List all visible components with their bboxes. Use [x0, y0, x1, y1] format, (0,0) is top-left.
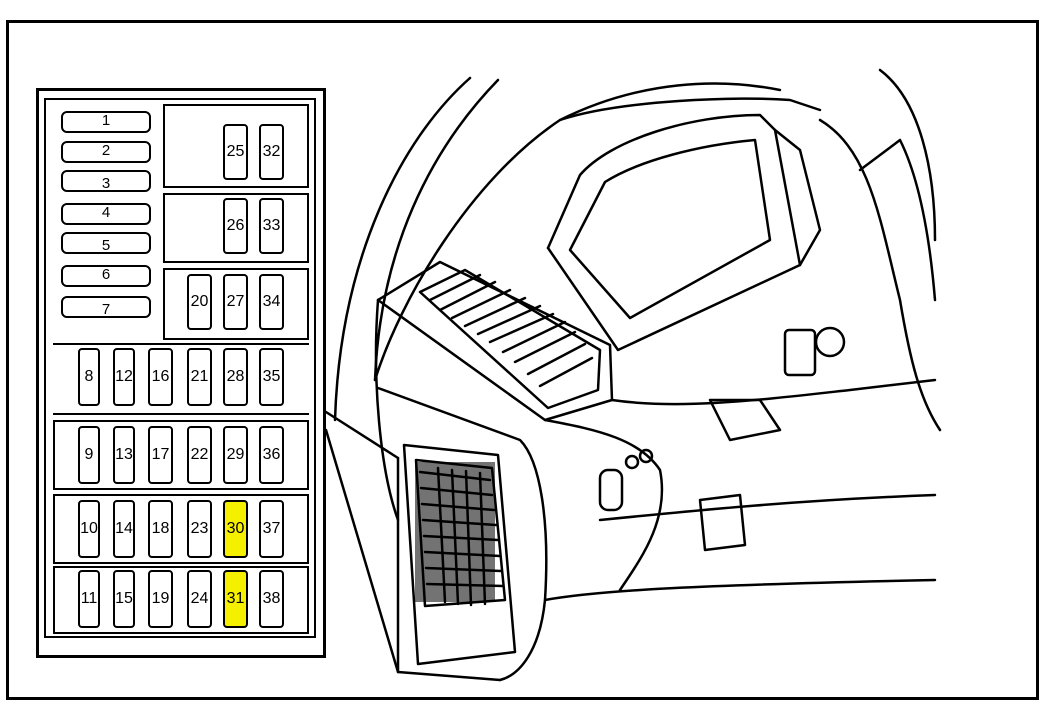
- lower-dash-curve: [543, 418, 664, 592]
- fuse-2: 2: [61, 141, 151, 163]
- callout-line-bottom: [324, 428, 400, 674]
- dashboard-top: [373, 82, 782, 382]
- fuse-1: 1: [61, 111, 151, 133]
- dash-right-curve: [818, 118, 942, 432]
- fuse-16: 16: [148, 348, 173, 406]
- fuse-24: 24: [187, 570, 212, 628]
- dash-lower-line: [610, 378, 937, 406]
- fuse-25: 25: [223, 124, 248, 180]
- side-fuse-panel-fill: [415, 462, 495, 602]
- cluster-right-edge: [773, 128, 822, 267]
- cluster-hood-outer: [546, 113, 777, 250]
- fuse-20: 20: [187, 274, 212, 330]
- fuse-5: 5: [61, 232, 151, 254]
- fuse-14: 14: [113, 500, 135, 558]
- callout-line-top: [324, 410, 400, 460]
- fuse-22: 22: [187, 426, 212, 484]
- fuse-row-4-group: [53, 566, 309, 634]
- fuse-9: 9: [78, 426, 100, 484]
- fuse-36: 36: [259, 426, 284, 484]
- vent-housing: [376, 260, 614, 422]
- fuse-23: 23: [187, 500, 212, 558]
- fuse-37: 37: [259, 500, 284, 558]
- fuse-38: 38: [259, 570, 284, 628]
- fuse-31-highlighted: 31: [223, 570, 248, 628]
- fuse-group-c: [163, 268, 309, 340]
- fuse-35: 35: [259, 348, 284, 406]
- fuse-12: 12: [113, 348, 135, 406]
- fuse-row-3-group: [53, 494, 309, 564]
- fuse-26: 26: [223, 198, 248, 254]
- dash-mid-line: [598, 493, 937, 522]
- cluster-hood-lower: [546, 128, 802, 352]
- fuse-33: 33: [259, 198, 284, 254]
- fuse-10: 10: [78, 500, 100, 558]
- fuse-32: 32: [259, 124, 284, 180]
- fuse-cover-outline: [396, 456, 502, 682]
- steering-wheel-edge: [858, 138, 937, 302]
- dash-side-panel: [376, 386, 548, 682]
- ignition-key-knob: [814, 326, 846, 358]
- fuse-row-2-group: [53, 420, 309, 490]
- vent-slats: [428, 273, 594, 388]
- fuse-30-highlighted: 30: [223, 500, 248, 558]
- fuse-28: 28: [223, 348, 248, 406]
- switch-knob-1: [624, 454, 640, 470]
- switch-knob-2: [638, 448, 654, 464]
- fuse-box-inner-border: [44, 98, 316, 638]
- ignition-switch-housing: [783, 328, 817, 377]
- dash-bottom-line: [543, 578, 937, 602]
- fuse-15: 15: [113, 570, 135, 628]
- fuse-13: 13: [113, 426, 135, 484]
- fuse-3: 3: [61, 170, 151, 192]
- fuse-group-a: [163, 104, 309, 188]
- fuse-4: 4: [61, 203, 151, 225]
- fuse-18: 18: [148, 500, 173, 558]
- windshield-right-edge: [878, 68, 937, 242]
- switch-left: [598, 468, 624, 512]
- dash-left-edge: [374, 298, 400, 522]
- fuse-34: 34: [259, 274, 284, 330]
- a-pillar-inner: [373, 78, 500, 382]
- fuse-11: 11: [78, 570, 100, 628]
- fuse-17: 17: [148, 426, 173, 484]
- fuse-27: 27: [223, 274, 248, 330]
- hood-release-handle: [698, 493, 747, 552]
- fuse-19: 19: [148, 570, 173, 628]
- fuse-7: 7: [61, 296, 151, 318]
- fuse-group-b: [163, 193, 309, 263]
- fuse-8: 8: [78, 348, 100, 406]
- dashboard-top-ridge: [558, 97, 822, 122]
- vent-outer: [418, 268, 602, 410]
- fuse-21: 21: [187, 348, 212, 406]
- steering-column-cover: [708, 398, 782, 442]
- fuse-row-1-group: [53, 343, 309, 415]
- fuse-29: 29: [223, 426, 248, 484]
- instrument-cluster-screen: [568, 138, 772, 320]
- side-fuse-panel-frame: [402, 443, 517, 666]
- fuse-6: 6: [61, 265, 151, 287]
- a-pillar-outer: [333, 76, 472, 422]
